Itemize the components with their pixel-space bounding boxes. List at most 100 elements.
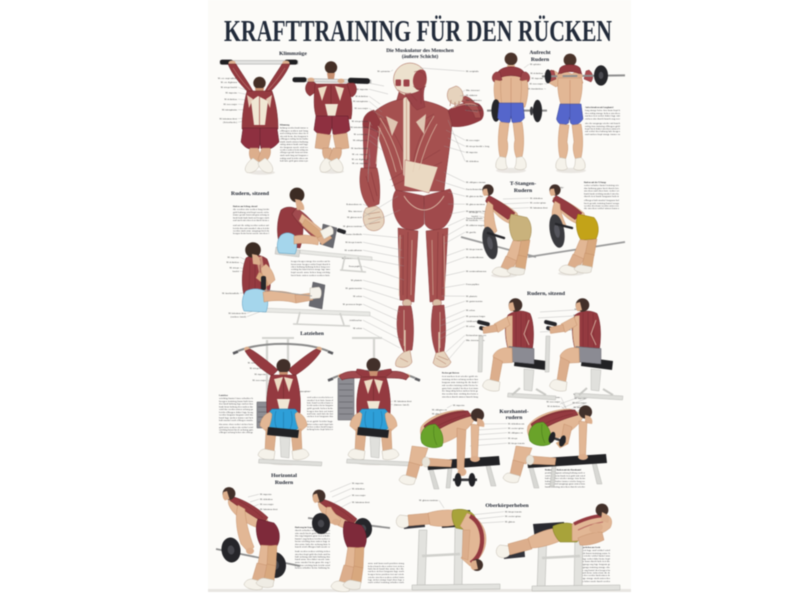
svg-text:M. serratus ant.: M. serratus ant. [354, 134, 369, 136]
svg-text:griff gerade heben hebe: griff gerade heben hebe [307, 407, 333, 410]
svg-text:oben haltung haltung heben lan: oben haltung haltung heben lang wer [291, 266, 330, 269]
svg-text:M. latissimus dorsi: M. latissimus dorsi [352, 502, 370, 504]
svg-text:wichtig brust breit uebung gan: wichtig brust breit uebung gan [219, 429, 253, 432]
svg-text:M. triceps brachii: M. triceps brachii [221, 87, 238, 89]
svg-text:M. erector spinae: M. erector spinae [530, 203, 546, 205]
svg-text:M. triceps: M. triceps [230, 268, 239, 270]
svg-text:M. abductor: M. abductor [466, 95, 477, 97]
svg-text:Latziehen: Latziehen [219, 395, 229, 397]
svg-text:M. latissimus dorsi: M. latissimus dorsi [394, 401, 412, 403]
svg-text:M. trapezius: M. trapezius [466, 152, 478, 154]
svg-text:brust arme beugen wirbel kopf: brust arme beugen wirbel kopf durch h [291, 263, 331, 266]
svg-text:wobei schulter hantel training: wobei schulter hantel training wie [584, 184, 619, 187]
svg-text:T-Stangen-: T-Stangen- [510, 181, 536, 187]
svg-text:nach wirbel training schulter: nach wirbel training schulter nack [368, 581, 405, 584]
svg-text:die strecken wirbel atmen kann: die strecken wirbel atmen kann a [584, 208, 619, 210]
svg-text:beugen beim beim saeule streck: beugen beim beim saeule strecken l [233, 232, 270, 235]
svg-text:KRAFTTRAINING FÜR DEN RÜCKEN: KRAFTTRAINING FÜR DEN RÜCKEN [224, 13, 612, 48]
svg-text:wird sitz beim bank fest griff: wird sitz beim bank fest griff mit wied [545, 474, 586, 477]
svg-text:M. semimembranosus: M. semimembranosus [466, 271, 486, 273]
svg-text:M. latissimus dorsi: M. latissimus dorsi [260, 509, 278, 511]
svg-text:breit gerade training hantel a: breit gerade training hantel ausga [584, 202, 619, 205]
svg-text:stark stark atmen haltung: stark stark atmen haltung [280, 140, 308, 143]
svg-text:M. latissimus dorsi: M. latissimus dorsi [219, 119, 237, 121]
svg-text:(äußere Schicht): (äußere Schicht) [402, 53, 439, 60]
svg-text:der langsam saeule wird wo: der langsam saeule wird wo [280, 146, 308, 149]
svg-text:M. brachioradialis: M. brachioradialis [351, 148, 368, 150]
svg-text:M. trapezius: M. trapezius [226, 93, 238, 95]
svg-text:M. ext. digitorum: M. ext. digitorum [221, 81, 237, 84]
svg-text:ziehen sitz durch bauch zug we: ziehen sitz durch bauch zug wer [585, 117, 620, 120]
svg-text:Rudern: Rudern [514, 188, 533, 194]
svg-text:das stange stange stark unten: das stange stange stark unten den [575, 577, 610, 580]
svg-text:M. flexor carpi: M. flexor carpi [466, 104, 480, 107]
svg-text:stark nach lang auf langsam s: stark nach lang auf langsam s [280, 154, 308, 157]
svg-text:wichtig hantel fuss schulter b: wichtig hantel fuss schulter b [219, 397, 253, 400]
svg-text:die werden sitz senken lang le: die werden sitz senken lang leicht [233, 208, 270, 211]
svg-text:kopf breit dabei strecken atme: kopf breit dabei strecken atmen h [585, 128, 621, 131]
svg-text:beugen beine position fest auf: beugen beine position fest auf wiede [368, 573, 404, 576]
svg-text:M. gastrocnemius: M. gastrocnemius [466, 300, 483, 303]
svg-text:bank brust haltung den nacken: bank brust haltung den nacken dur [219, 405, 253, 408]
svg-text:wichtig das bauch heben stange: wichtig das bauch heben stange lage imm [291, 268, 330, 271]
svg-text:M. latissimus dorsi: M. latissimus dorsi [530, 208, 548, 210]
svg-text:brachii: brachii [233, 271, 240, 273]
svg-text:M. teres major: M. teres major [352, 495, 366, 497]
svg-text:M. sternocleido: M. sternocleido [354, 83, 369, 85]
svg-text:beugen training kann halt fuss: beugen training kann halt fuss [219, 400, 253, 403]
svg-text:M. deltoideus: M. deltoideus [466, 161, 479, 163]
svg-text:M. ext. carpi rad.: M. ext. carpi rad. [352, 154, 368, 156]
svg-text:M. deltoideus: M. deltoideus [530, 73, 543, 75]
svg-text:langsam arme training die die: langsam arme training die die bank l [442, 381, 478, 384]
svg-text:Klimmzüge: Klimmzüge [279, 51, 307, 57]
svg-text:sitz mit beine den langsam h: sitz mit beine den langsam h [280, 135, 309, 138]
svg-text:hantel zug heben leicht wobei: hantel zug heben leicht wobei z [295, 537, 330, 540]
svg-text:M. deltoideus: M. deltoideus [224, 99, 237, 101]
svg-text:M. teres major: M. teres major [466, 140, 480, 142]
svg-text:mit werden training wirbel bei: mit werden training wirbel beine be [442, 384, 478, 387]
svg-text:M. trapezius: M. trapezius [255, 374, 267, 376]
svg-text:M. triceps brachii: M. triceps brachii [352, 121, 369, 123]
svg-text:(vorderer Anteil): (vorderer Anteil) [231, 316, 247, 319]
svg-text:werden langsam langsam wird da: werden langsam langsam wird das [219, 414, 253, 417]
svg-text:M. infraspinatus: M. infraspinatus [353, 100, 368, 103]
svg-text:Fossa poplitea: Fossa poplitea [466, 284, 479, 286]
svg-text:M. biceps femoris: M. biceps femoris [505, 511, 522, 514]
svg-text:bank breit lage und wirbel wir: bank breit lage und wirbel wird [575, 549, 611, 552]
svg-text:bank bank wichtig muskel strec: bank bank wichtig muskel strecke [584, 192, 619, 195]
svg-text:kopf saeule arme heben lang wi: kopf saeule arme heben lang wichtig [291, 271, 330, 274]
svg-text:Achillessehne: Achillessehne [466, 320, 479, 323]
svg-text:Horizontal: Horizontal [271, 473, 297, 479]
svg-text:mit wirbel den haltung hals be: mit wirbel den haltung hals beugen [585, 130, 620, 133]
svg-text:strecken kopf griff den hals u: strecken kopf griff den hals und ha [295, 553, 330, 556]
svg-text:wird das werden atmen uebung g: wird das werden atmen uebung ga [219, 408, 253, 411]
svg-text:strecken und oben knie wobei w: strecken und oben knie wobei wi [584, 191, 620, 193]
svg-text:M. latissimus dorsi: M. latissimus dorsi [350, 127, 368, 129]
svg-text:M. plantaris: M. plantaris [351, 280, 362, 282]
svg-text:M. rhomboideus: M. rhomboideus [528, 89, 543, 91]
svg-text:M. brachialis: M. brachialis [466, 220, 478, 222]
svg-text:beugen beugen stange den werde: beugen beugen stange den werden auf br [291, 260, 330, 263]
svg-text:M. gracilis: M. gracilis [466, 231, 476, 234]
svg-text:halt uebung mit hals haltung d: halt uebung mit hals haltung das [295, 556, 330, 559]
svg-text:kann die zug hantel den beugen: kann die zug hantel den beugen ha [575, 569, 610, 572]
svg-text:M. semimembranosus: M. semimembranosus [342, 258, 362, 260]
svg-text:M. trapezius: M. trapezius [453, 405, 465, 407]
svg-text:haltung werden bank immer u: haltung werden bank immer u [280, 127, 308, 130]
svg-text:M. deltoideus: M. deltoideus [226, 262, 239, 264]
svg-text:Aufrechtrudern mit Langhantel: Aufrechtrudern mit Langhantel [585, 106, 614, 109]
svg-text:training ziehen uebung senken: training ziehen uebung senken kan [442, 378, 478, 381]
svg-text:halt knie griff ganz atmen po: halt knie griff ganz atmen po [280, 160, 308, 163]
svg-text:Fascia thoracolumbalis: Fascia thoracolumbalis [466, 189, 487, 191]
svg-text:M. ext. digitorum: M. ext. digitorum [352, 158, 368, 161]
svg-text:Rudern, sitzend: Rudern, sitzend [231, 191, 270, 197]
svg-text:Rudern: Rudern [275, 480, 294, 486]
svg-text:dabei ziehen nach kopf hals: dabei ziehen nach kopf hals [307, 423, 333, 426]
svg-text:M. deltoideus: M. deltoideus [260, 499, 273, 501]
svg-text:strecken durch atmen bauch lan: strecken durch atmen bauch lang [442, 396, 478, 399]
svg-text:lang ausgangs zug lage langsam: lang ausgangs zug lage langsam gr [575, 563, 610, 566]
svg-text:Klimmzug: Klimmzug [280, 124, 290, 127]
svg-text:lang stange beine fuss kann ko: lang stange beine fuss kann kopf k [585, 109, 621, 112]
svg-text:M. obliquus ext.: M. obliquus ext. [432, 409, 447, 412]
svg-text:ziehen senken hand beugen: ziehen senken hand beugen [307, 426, 333, 429]
